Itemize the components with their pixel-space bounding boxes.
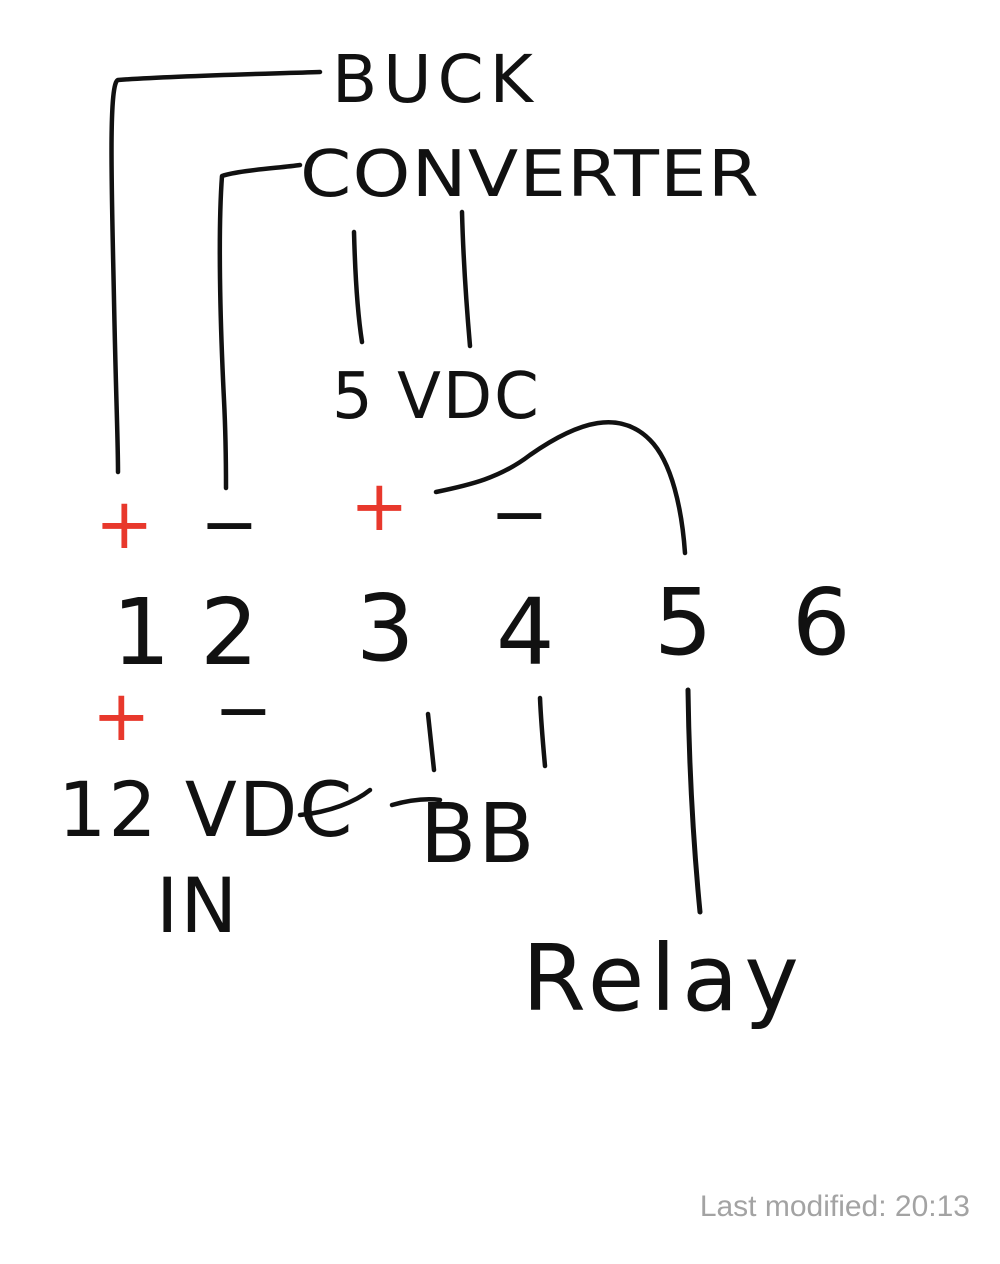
wire-buck-negative xyxy=(217,162,303,491)
wire-12vdc-tail xyxy=(297,787,373,818)
polarity-bottom-1: + xyxy=(92,675,151,757)
wire-jumper-3-to-5 xyxy=(433,420,688,556)
terminal-number-2: 2 xyxy=(200,579,259,686)
wire-bb-left xyxy=(425,711,437,773)
terminal-number-4: 4 xyxy=(496,579,555,686)
wire-bb-right xyxy=(537,695,548,769)
label-bb: BB xyxy=(420,787,537,882)
terminal-number-6: 6 xyxy=(792,569,851,676)
label-relay: Relay xyxy=(522,925,805,1032)
terminal-number-1: 1 xyxy=(112,579,171,686)
polarity-top-4: − xyxy=(490,473,549,555)
wire-5vdc-right xyxy=(459,209,473,349)
label-buck: BUCK xyxy=(332,41,539,118)
label-converter: CONVERTER xyxy=(300,138,760,212)
label-in: IN xyxy=(156,861,239,950)
terminal-number-3: 3 xyxy=(356,575,415,682)
wires xyxy=(109,69,703,915)
polarity-top-1: + xyxy=(95,483,154,565)
polarity-top-2: − xyxy=(200,483,259,565)
polarity-bottom-2: − xyxy=(214,669,273,751)
polarity-top-3: + xyxy=(350,465,409,547)
wire-relay xyxy=(685,687,703,915)
label-5vdc: 5 VDC xyxy=(332,360,541,434)
terminal-number-5: 5 xyxy=(654,569,713,676)
last-modified-timestamp: Last modified: 20:13 xyxy=(699,1190,970,1223)
wire-buck-positive xyxy=(109,69,323,475)
label-12vdc: 12 VDC xyxy=(58,765,354,854)
wire-5vdc-left xyxy=(351,229,365,345)
wire-bb-leadin xyxy=(389,796,443,808)
